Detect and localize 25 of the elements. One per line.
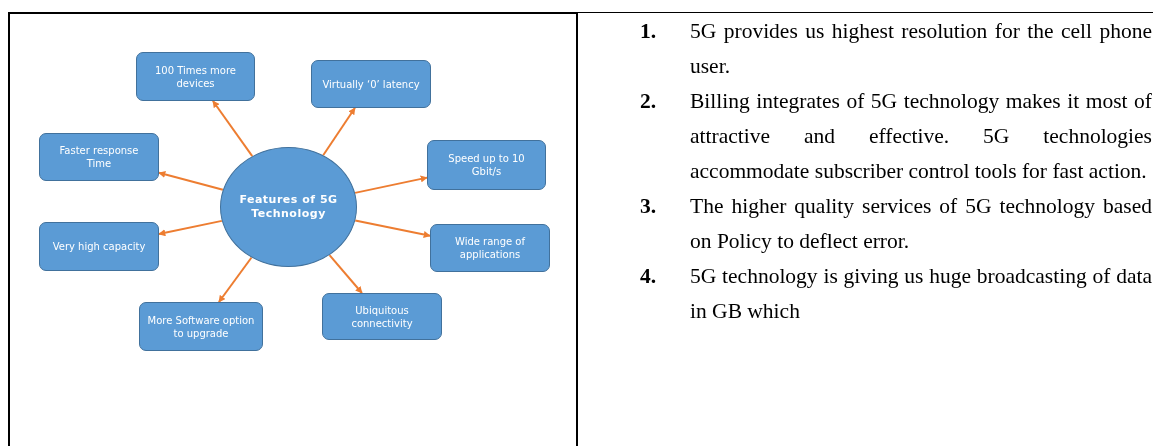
list-number: 2. xyxy=(640,88,658,115)
arrow xyxy=(328,254,363,294)
arrow xyxy=(354,175,428,194)
list-text: The higher quality services of 5G technology based on Policy to deflect error. xyxy=(690,193,1152,255)
list-number: 4. xyxy=(640,263,658,290)
list-text: 5G technology is giving us huge broadcasting of data in GB which xyxy=(690,263,1152,325)
list-number: 1. xyxy=(640,18,658,45)
arrow xyxy=(211,100,254,158)
feature-box: Faster response Time xyxy=(39,133,159,181)
feature-box: Wide range of applications xyxy=(430,224,550,272)
center-ellipse: Features of 5G Technology xyxy=(220,147,357,267)
feature-box: 100 Times more devices xyxy=(136,52,255,101)
feature-box: Speed up to 10 Gbit/s xyxy=(427,140,546,190)
arrow xyxy=(322,107,356,157)
arrow xyxy=(158,171,224,191)
arrow xyxy=(217,256,253,303)
feature-box: Virtually ‘0’ latency xyxy=(311,60,431,108)
arrow xyxy=(158,219,223,237)
list-number: 3. xyxy=(640,193,658,220)
feature-box: Ubiquitous connectivity xyxy=(322,293,442,340)
feature-box: Very high capacity xyxy=(39,222,159,271)
feature-box: More Software option to upgrade xyxy=(139,302,263,351)
list-text: 5G provides us highest resolution for the cell phone user. xyxy=(690,18,1152,80)
arrow xyxy=(354,219,431,238)
list-text: Billing integrates of 5G technology makes it most of attractive and effective. 5G technologies accommodate subscriber control tools for fast action. xyxy=(690,88,1152,185)
